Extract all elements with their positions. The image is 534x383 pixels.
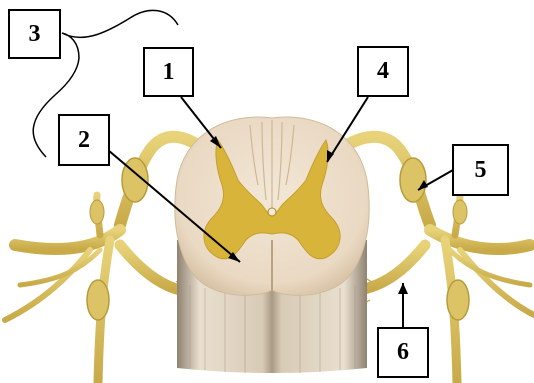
sympathetic-ganglion-right [447, 280, 469, 320]
label-4: 4 [357, 46, 409, 97]
nerve-group-left [5, 137, 205, 383]
label-2: 2 [58, 114, 110, 166]
sympathetic-ganglion-upper-left [90, 200, 104, 224]
arrowhead-6 [398, 283, 408, 294]
ventral-root-right [360, 245, 425, 290]
dorsal-root-ganglion-right [400, 158, 426, 202]
label-3: 3 [8, 9, 61, 59]
label-1: 1 [143, 47, 194, 97]
sympathetic-ganglion-left [87, 280, 109, 320]
label-6: 6 [377, 327, 429, 378]
central-canal [268, 208, 276, 216]
sympathetic-ganglion-upper-right [453, 200, 467, 224]
label-5: 5 [452, 144, 509, 196]
ventral-root-left [120, 245, 180, 290]
spinal-nerve-left [15, 230, 120, 249]
